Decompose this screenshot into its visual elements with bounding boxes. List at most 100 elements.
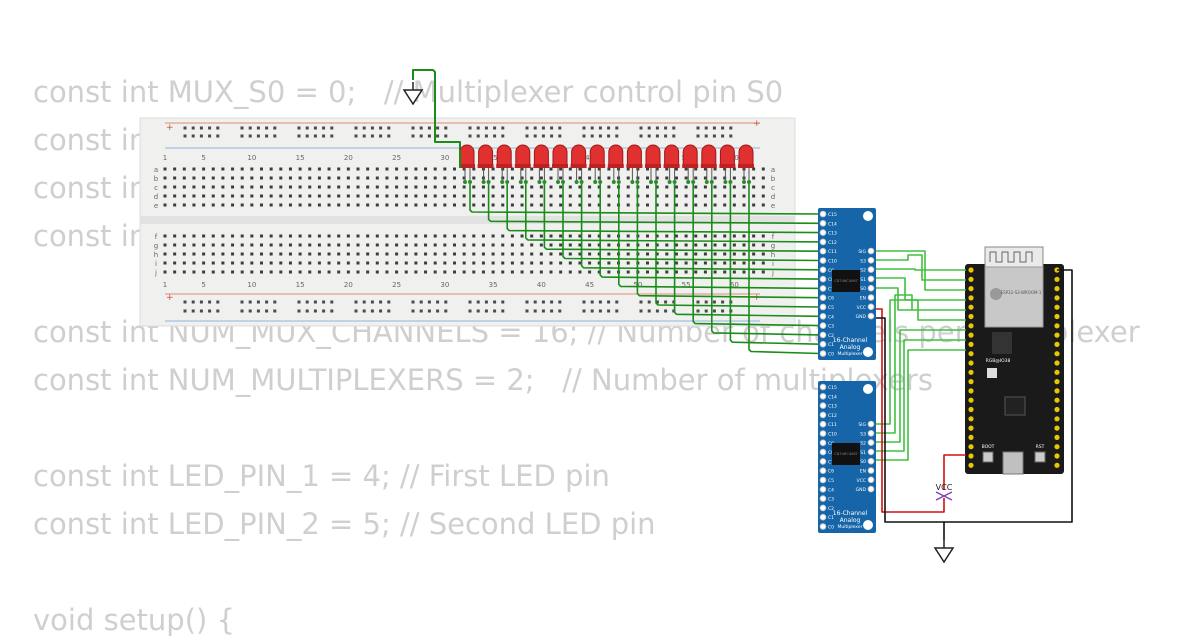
rail-hole xyxy=(330,134,334,138)
breadboard-hole xyxy=(491,243,495,247)
breadboard-hole xyxy=(317,185,321,189)
rail-hole xyxy=(590,134,594,138)
breadboard-hole xyxy=(694,185,698,189)
mux-pin-left xyxy=(819,402,827,409)
rail-hole xyxy=(362,134,366,138)
red-led xyxy=(514,144,531,184)
breadboard-hole xyxy=(732,234,736,238)
esp32-pin xyxy=(1054,313,1060,320)
breadboard-hole xyxy=(626,234,630,238)
breadboard-hole xyxy=(501,270,505,274)
breadboard-hole xyxy=(501,185,505,189)
mux-control-wire xyxy=(874,339,966,452)
breadboard-hole xyxy=(713,167,717,171)
rail-hole xyxy=(427,134,431,138)
rail-hole xyxy=(427,126,431,130)
column-number: 1 xyxy=(163,281,167,289)
breadboard-hole xyxy=(578,194,582,198)
breadboard-hole xyxy=(655,234,659,238)
breadboard-hole xyxy=(481,252,485,256)
breadboard-hole xyxy=(646,194,649,198)
breadboard-hole xyxy=(646,252,649,256)
rail-hole xyxy=(558,300,562,304)
breadboard-hole xyxy=(761,185,765,189)
breadboard-hole xyxy=(279,203,283,207)
mux-pin-label: S1 xyxy=(860,450,866,456)
breadboard-hole xyxy=(269,252,273,256)
breadboard-hole xyxy=(510,243,514,247)
column-number: 15 xyxy=(296,154,305,162)
mux-pin-label: SIG xyxy=(858,249,866,255)
breadboard-hole xyxy=(221,252,225,256)
column-number: 20 xyxy=(344,154,353,162)
breadboard-hole xyxy=(202,234,206,238)
breadboard-hole xyxy=(356,176,360,180)
rail-hole xyxy=(607,134,611,138)
breadboard-hole xyxy=(491,167,495,171)
mux-label: Analog xyxy=(840,344,861,351)
mount-hole xyxy=(863,384,873,394)
rail-hole xyxy=(265,309,269,313)
esp32-pin xyxy=(1054,462,1060,468)
breadboard-hole xyxy=(327,194,331,198)
esp32-pin xyxy=(968,332,974,338)
breadboard-hole xyxy=(607,176,611,180)
rail-hole xyxy=(273,134,277,138)
breadboard-hole xyxy=(250,203,254,207)
ground-symbol xyxy=(402,82,424,106)
breadboard-hole xyxy=(568,270,572,274)
rail-hole xyxy=(379,134,383,138)
antenna-trace xyxy=(989,251,1033,263)
breadboard-hole xyxy=(510,167,514,171)
rail-plus-label: + xyxy=(753,293,761,303)
rail-hole xyxy=(305,134,309,138)
breadboard-hole xyxy=(742,252,746,256)
breadboard-hole xyxy=(424,261,428,265)
rail-hole xyxy=(468,300,472,304)
rail-hole xyxy=(493,309,497,313)
breadboard-hole xyxy=(356,252,360,256)
rail-hole xyxy=(387,309,391,313)
mux-control-wire xyxy=(871,287,966,311)
rail-hole xyxy=(208,134,212,138)
mux-pin-left xyxy=(819,220,827,227)
rail-hole xyxy=(696,309,700,313)
breadboard-hole xyxy=(288,203,292,207)
breadboard-hole xyxy=(327,261,331,265)
breadboard-hole xyxy=(298,185,302,189)
breadboard-hole xyxy=(211,185,215,189)
breadboard-hole xyxy=(732,203,736,207)
breadboard-hole xyxy=(260,270,263,274)
breadboard-hole xyxy=(317,243,321,247)
breadboard-hole xyxy=(231,243,235,247)
esp32-pin xyxy=(1054,286,1060,292)
breadboard-hole xyxy=(211,234,215,238)
mux-pin-label: C13 xyxy=(828,231,837,237)
breadboard-hole xyxy=(337,194,341,198)
mux-pin-left xyxy=(819,303,827,311)
rail-hole xyxy=(436,309,440,313)
rail-hole xyxy=(590,309,594,313)
breadboard-hole xyxy=(211,252,215,256)
rail-hole xyxy=(387,300,391,304)
mux-pin-left xyxy=(819,229,827,236)
breadboard-hole xyxy=(192,261,196,265)
rail-hole xyxy=(370,134,374,138)
mux-pin-right xyxy=(867,284,875,292)
breadboard-hole xyxy=(433,167,437,171)
breadboard-hole xyxy=(453,270,456,274)
breadboard-hole xyxy=(674,176,678,180)
breadboard-hole xyxy=(539,270,543,274)
breadboard-hole xyxy=(269,185,273,189)
rail-hole xyxy=(208,126,212,130)
rail-hole xyxy=(729,126,733,130)
breadboard-hole xyxy=(424,194,428,198)
rail-hole xyxy=(322,300,326,304)
rail-hole xyxy=(590,300,594,304)
breadboard-hole xyxy=(250,167,254,171)
mux-control-wire xyxy=(871,250,966,291)
breadboard-hole xyxy=(366,270,370,274)
breadboard-hole xyxy=(607,194,611,198)
breadboard-hole xyxy=(163,203,167,207)
rail-hole xyxy=(216,300,220,304)
